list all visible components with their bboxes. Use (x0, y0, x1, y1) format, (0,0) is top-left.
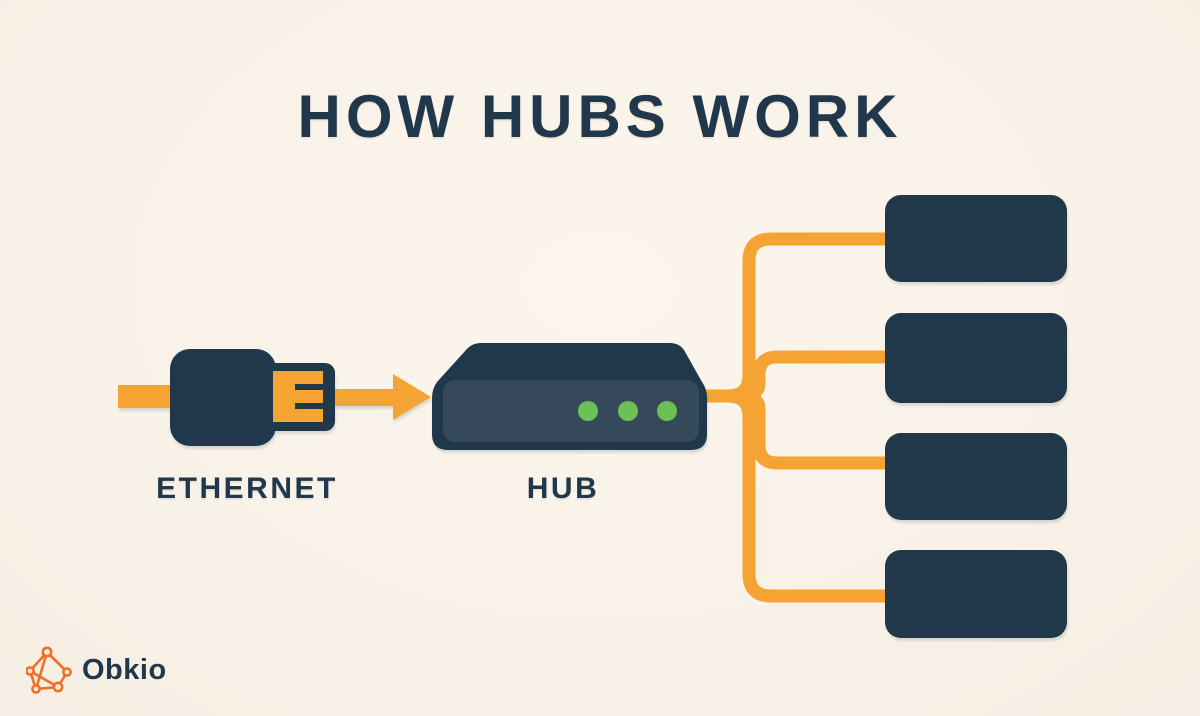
obkio-logo: Obkio (26, 644, 167, 696)
device-box-2 (885, 313, 1067, 403)
hub-label: HUB (526, 472, 600, 505)
hub-led-icon (578, 401, 598, 421)
hub-device (432, 343, 707, 450)
device-box-3 (885, 433, 1067, 520)
page-title: HOW HUBS WORK (297, 83, 903, 150)
obkio-logo-text: Obkio (82, 653, 167, 686)
device-box-4 (885, 550, 1067, 638)
branch-line-4 (703, 389, 898, 603)
ethernet-cable (118, 385, 180, 408)
connected-devices (885, 195, 1067, 638)
hub-branch-cables (703, 232, 898, 603)
obkio-logo-icon (26, 646, 72, 694)
hub-led-icon (618, 401, 638, 421)
hub-front-panel (443, 380, 699, 442)
hub-led-icon (657, 401, 677, 421)
ethernet-label: ETHERNET (156, 472, 338, 505)
ethernet-plug-pins-icon (273, 371, 323, 422)
branch-line-1 (703, 232, 898, 403)
arrow-right-icon (335, 374, 431, 420)
ethernet-connector (118, 349, 335, 446)
branch-line-3 (703, 389, 898, 470)
network-graph-icon (26, 646, 72, 694)
ethernet-connector-body (170, 349, 276, 446)
device-box-1 (885, 195, 1067, 282)
